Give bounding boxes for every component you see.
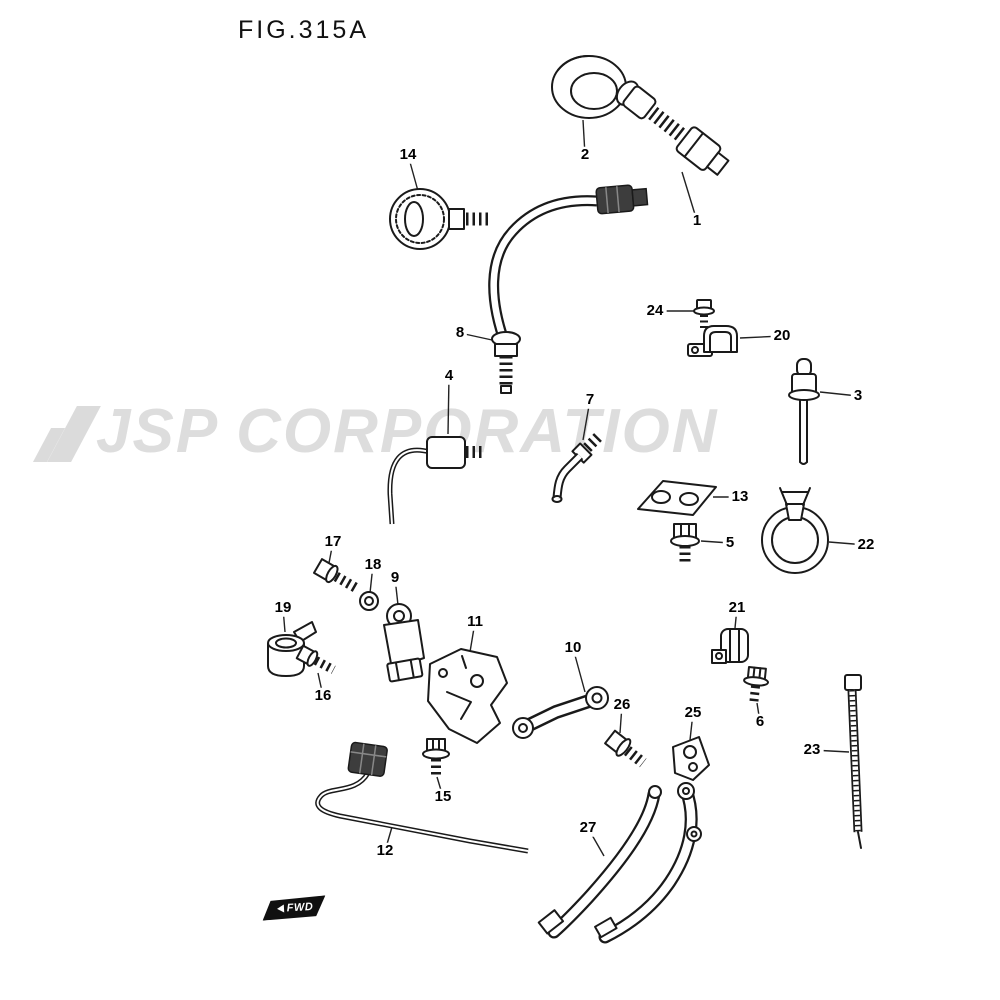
- fwd-arrow-icon: [277, 905, 284, 913]
- part-23-cable-tie-drawing: [844, 674, 863, 849]
- part-10-lever-drawing: [512, 686, 609, 739]
- part-22-clamp-drawing: [761, 487, 829, 574]
- part-21-clamp-drawing: [711, 628, 749, 664]
- part-7-joint-drawing: [551, 433, 602, 503]
- part-3-sensor-drawing: [788, 358, 820, 465]
- part-4-sensor-drawing: [387, 436, 485, 525]
- part-15-bolt-drawing: [422, 738, 450, 777]
- part-13-plate-drawing: [637, 480, 717, 516]
- part-2-grommet-drawing: [551, 55, 627, 119]
- part-11-bracket-drawing: [427, 648, 508, 744]
- part-24-bolt-drawing: [693, 299, 715, 330]
- part-19-clamp-drawing: [267, 621, 317, 677]
- part-6-bolt-drawing: [743, 666, 769, 705]
- pilot-hose-drawing: [488, 184, 649, 348]
- part-20-clamp-drawing: [687, 325, 738, 357]
- part-17-bolt-drawing: [313, 558, 361, 594]
- part-12-harness-drawing: [315, 741, 529, 854]
- part-8-fitting-drawing: [491, 331, 521, 394]
- part-18-washer-drawing: [359, 591, 379, 611]
- part-14-pressure-switch-drawing: [389, 188, 491, 250]
- part-27-lever-drawing: [537, 782, 702, 944]
- part-1-sensor-drawing: [615, 80, 730, 176]
- part-9-sensor-drawing: [383, 603, 425, 683]
- fwd-label: FWD: [286, 900, 314, 915]
- figure-title: FIG.315A: [238, 16, 369, 44]
- part-26-bolt-drawing: [604, 729, 647, 768]
- part-25-bracket-drawing: [672, 736, 710, 781]
- part-5-bolt-drawing: [670, 523, 700, 562]
- part-16-bolt-drawing: [295, 644, 336, 674]
